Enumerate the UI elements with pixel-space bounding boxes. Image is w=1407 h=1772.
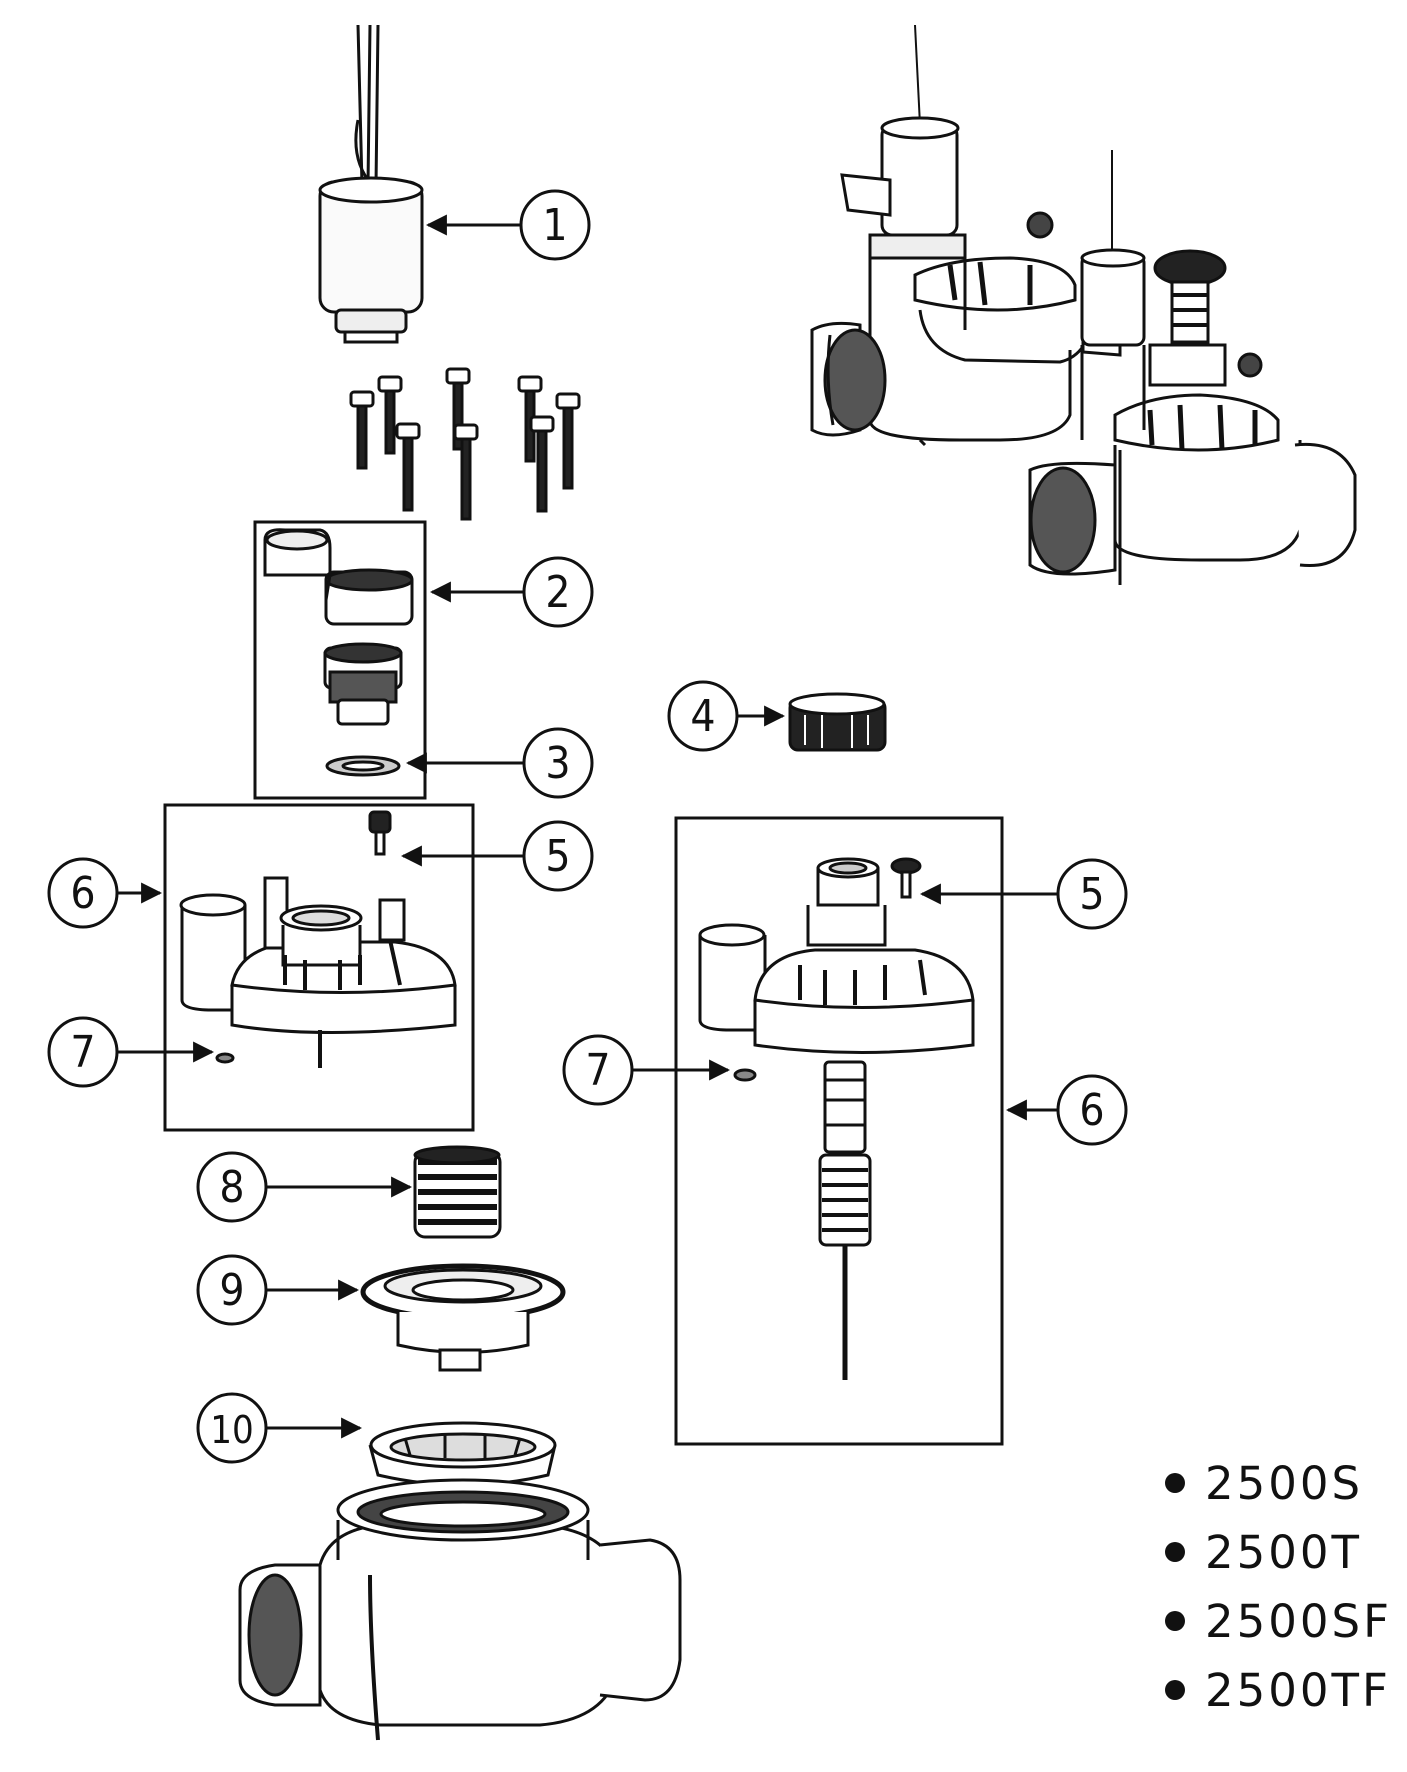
diaphragm-part bbox=[360, 1263, 566, 1372]
callout-6-left: 6 bbox=[47, 857, 119, 929]
svg-text:9: 9 bbox=[219, 1265, 244, 1316]
svg-text:2500SF: 2500SF bbox=[1205, 1595, 1392, 1648]
bonnet-box-left bbox=[163, 803, 475, 1132]
callout-6-right: 6 bbox=[1056, 1074, 1128, 1146]
svg-text:8: 8 bbox=[219, 1162, 244, 1213]
model-item: 2500T bbox=[1165, 1526, 1362, 1579]
model-item: 2500SF bbox=[1165, 1595, 1392, 1648]
bleed-cap-part bbox=[788, 692, 887, 752]
cover-screws bbox=[349, 367, 581, 521]
callout-10: 10 bbox=[196, 1392, 268, 1464]
support-ring-part bbox=[368, 1421, 557, 1487]
bonnet-box-right bbox=[674, 816, 1004, 1446]
spring-part bbox=[413, 1145, 502, 1239]
svg-text:6: 6 bbox=[1079, 1085, 1104, 1136]
callout-5-left: 5 bbox=[522, 820, 594, 892]
svg-text:4: 4 bbox=[690, 691, 715, 742]
model-item: 2500TF bbox=[1165, 1664, 1391, 1717]
solenoid-part bbox=[318, 24, 424, 344]
callout-8: 8 bbox=[196, 1151, 268, 1223]
svg-text:5: 5 bbox=[1079, 869, 1104, 920]
svg-text:6: 6 bbox=[70, 868, 95, 919]
svg-text:7: 7 bbox=[70, 1027, 95, 1078]
svg-text:2500S: 2500S bbox=[1205, 1457, 1363, 1510]
svg-text:10: 10 bbox=[210, 1408, 254, 1452]
adapter-group-box bbox=[253, 520, 427, 800]
svg-text:3: 3 bbox=[545, 738, 570, 789]
callout-7-right: 7 bbox=[562, 1034, 634, 1106]
bonnet-right-part bbox=[698, 857, 975, 1380]
washer-right-part bbox=[733, 1068, 757, 1082]
callout-3: 3 bbox=[522, 727, 594, 799]
svg-text:1: 1 bbox=[542, 200, 567, 251]
model-item: 2500S bbox=[1165, 1457, 1363, 1510]
callout-7-left: 7 bbox=[47, 1016, 119, 1088]
valve-body-part bbox=[238, 1478, 682, 1741]
callouts: 1 2 3 4 5 5 6 6 bbox=[47, 189, 1128, 1464]
svg-text:5: 5 bbox=[545, 831, 570, 882]
svg-text:2: 2 bbox=[545, 567, 570, 618]
assembled-valves-illustration bbox=[810, 24, 1357, 585]
svg-text:2500TF: 2500TF bbox=[1205, 1664, 1391, 1717]
callout-5-right: 5 bbox=[1056, 858, 1128, 930]
callout-9: 9 bbox=[196, 1254, 268, 1326]
callout-2: 2 bbox=[522, 556, 594, 628]
flow-control-adapter-part bbox=[263, 528, 414, 726]
svg-text:7: 7 bbox=[585, 1045, 610, 1096]
callout-1: 1 bbox=[519, 189, 591, 261]
washer-left-part bbox=[215, 1052, 235, 1064]
svg-text:2500T: 2500T bbox=[1205, 1526, 1362, 1579]
bonnet-left-part bbox=[179, 810, 457, 1068]
o-ring-part bbox=[325, 755, 401, 777]
callout-4: 4 bbox=[667, 680, 739, 752]
model-list: 2500S 2500T 2500SF 2500TF bbox=[1165, 1457, 1392, 1717]
